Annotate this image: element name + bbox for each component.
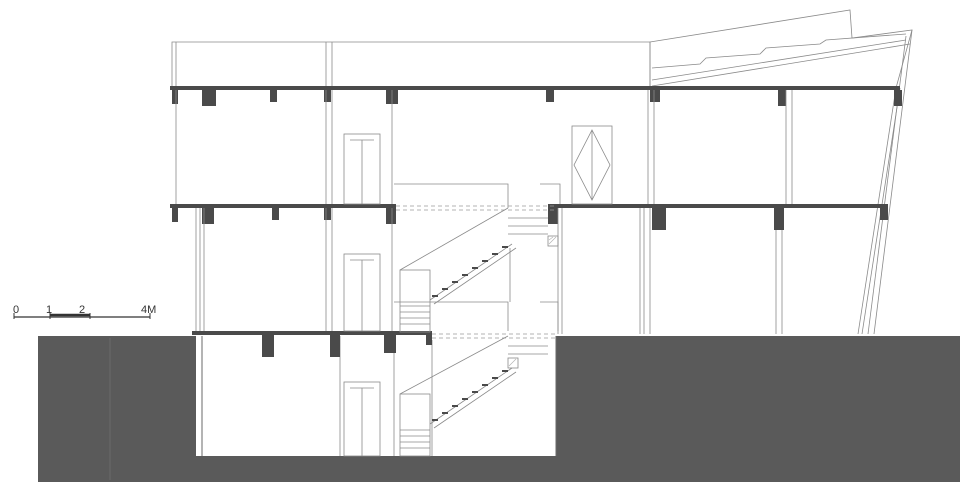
stair-upper	[394, 183, 561, 333]
scale-bar: 0 1 2 4M	[13, 304, 156, 319]
diamond-window	[571, 125, 613, 205]
sloped-roof	[649, 9, 913, 89]
basement-interior	[202, 336, 556, 456]
scale-label-0: 0	[13, 304, 19, 316]
scale-label-4m: 4M	[141, 304, 156, 316]
ground-fill	[38, 336, 960, 482]
level-2-slab-right	[548, 204, 888, 208]
roof-parapet	[171, 41, 651, 88]
level-2-slab-left	[170, 204, 396, 208]
doors	[343, 133, 381, 457]
basement-room	[201, 336, 557, 456]
slanted-facade	[857, 29, 913, 335]
stair-lower-treads	[432, 370, 508, 421]
roof-slab	[170, 86, 900, 90]
stair-lower	[394, 301, 559, 457]
floor-slabs	[170, 86, 900, 335]
scale-label-1: 1	[46, 304, 52, 316]
ground-mass	[38, 336, 960, 482]
scale-label-2: 2	[79, 304, 85, 316]
beams	[172, 90, 902, 357]
columns	[175, 90, 793, 334]
level-1-slab	[192, 331, 432, 335]
stair-upper-treads	[432, 246, 508, 297]
